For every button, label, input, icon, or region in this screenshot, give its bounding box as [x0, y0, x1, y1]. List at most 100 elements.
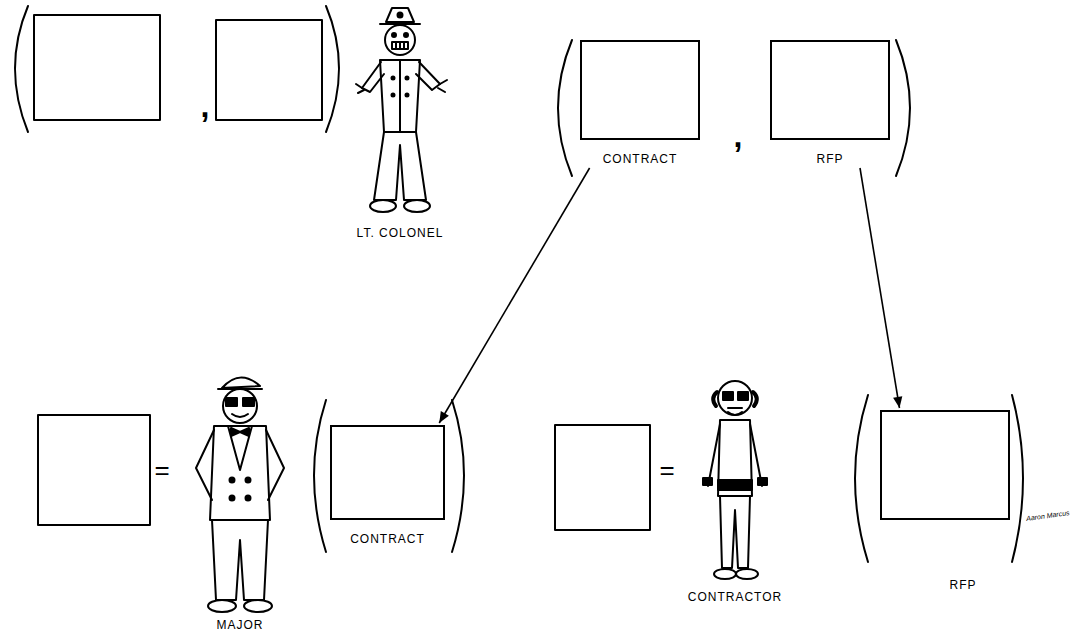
connector-line [860, 168, 900, 408]
teeth [399, 42, 401, 49]
box-outline [880, 410, 1010, 520]
box-caption: CONTRACT [603, 152, 678, 166]
shoe [714, 569, 736, 579]
wristband [758, 478, 767, 485]
jacket [210, 426, 270, 520]
uniform-jacket [380, 60, 420, 132]
trousers [374, 132, 426, 200]
arm [750, 424, 762, 486]
figure-label: = [659, 455, 674, 486]
trousers [212, 520, 268, 600]
button [392, 77, 395, 80]
empty-box [34, 15, 650, 530]
shoe [404, 200, 430, 212]
eye [392, 33, 396, 37]
parenthesis [1012, 395, 1023, 562]
hair-tuft [713, 392, 757, 406]
shoe [208, 600, 236, 612]
button [246, 478, 251, 483]
labeled-box: RFP [880, 410, 1010, 592]
parenthesis [314, 400, 326, 552]
arm-akimbo [196, 430, 214, 500]
parenthesis [15, 6, 1023, 562]
button [230, 496, 235, 501]
empty-box [216, 20, 322, 120]
shoe [244, 600, 272, 612]
officer-cap [222, 377, 260, 388]
glasses [226, 398, 237, 406]
sweater [718, 420, 752, 496]
figure-label: = [154, 455, 169, 486]
labeled-box: CONTRACT [580, 40, 700, 166]
arm-akimbo [266, 430, 284, 500]
arm [416, 62, 440, 90]
wristband [703, 478, 712, 485]
officer-cap [386, 8, 414, 22]
teeth [395, 42, 397, 49]
figure-label: , [734, 118, 743, 155]
connector [439, 168, 589, 423]
eye [404, 33, 408, 37]
connector-line [439, 168, 589, 423]
glasses [243, 398, 254, 406]
glasses [723, 392, 733, 400]
shoe [736, 569, 758, 579]
bow-tie [231, 428, 249, 436]
empty-box [34, 15, 160, 120]
box-outline [770, 40, 890, 140]
button [392, 94, 395, 97]
hand [438, 80, 447, 92]
contractor-figure [703, 381, 767, 579]
shoe [370, 200, 396, 212]
figure-label: LT. COLONEL [357, 226, 444, 240]
bald-head [718, 381, 752, 415]
cap-badge [398, 13, 403, 18]
labeled-box: CONTRACT [330, 425, 445, 546]
head [223, 389, 257, 423]
figure-label: MAJOR [217, 618, 264, 632]
major-figure [196, 377, 284, 612]
belt [718, 480, 752, 490]
jacket-seam [399, 60, 401, 132]
mouth [728, 407, 742, 409]
parenthesis [452, 400, 464, 552]
hand [356, 84, 364, 93]
parenthesis [558, 40, 572, 176]
empty-box [38, 415, 150, 525]
empty-box [555, 425, 650, 530]
trousers [720, 496, 750, 568]
grin [392, 42, 408, 49]
parenthesis [326, 6, 339, 132]
parenthesis [15, 6, 28, 132]
figure-label: , [201, 88, 210, 125]
button [406, 94, 409, 97]
glasses [738, 392, 748, 400]
lapel [228, 426, 252, 470]
arm [362, 62, 384, 92]
button [246, 496, 251, 501]
box-caption: CONTRACT [350, 532, 425, 546]
box-caption: RFP [950, 578, 977, 592]
figure-label: Aaron Marcus [1026, 509, 1070, 522]
parenthesis [896, 40, 910, 176]
parenthesis [855, 395, 868, 562]
lt-colonel-figure [356, 8, 447, 212]
box-outline [330, 425, 445, 520]
smile [232, 414, 248, 417]
box-outline [580, 40, 700, 140]
teeth [403, 42, 405, 49]
button [406, 77, 409, 80]
arm [708, 424, 720, 486]
arrowhead [439, 411, 449, 423]
figure-label: CONTRACTOR [688, 590, 782, 604]
arrowhead [893, 396, 902, 408]
connector [860, 168, 902, 408]
labeled-box: RFP [770, 40, 890, 166]
beard [728, 412, 742, 415]
head [385, 25, 415, 55]
box-caption: RFP [817, 152, 844, 166]
button [230, 478, 235, 483]
